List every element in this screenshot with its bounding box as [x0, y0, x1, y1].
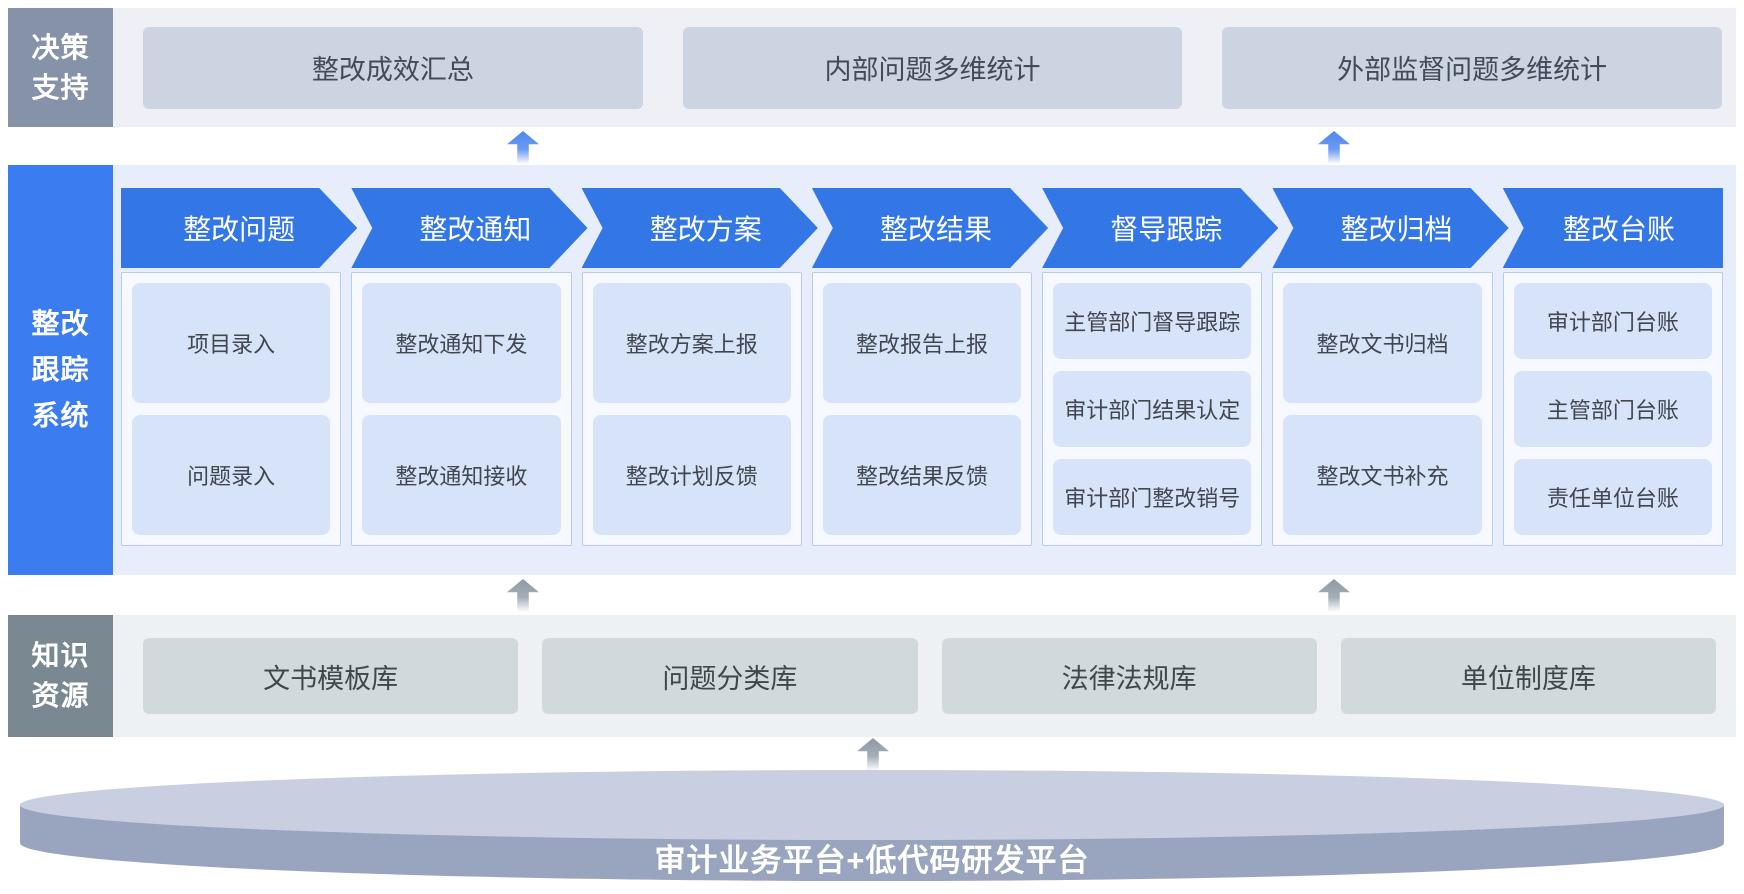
flow-item: 整改通知下发	[362, 283, 561, 403]
flow-header-wrap: 整改方案	[582, 188, 802, 268]
up-arrow-icon	[1318, 131, 1350, 164]
flow-step-header: 整改问题	[121, 188, 357, 268]
flow-header-wrap: 整改归档	[1272, 188, 1492, 268]
decision-item-external-stats: 外部监督问题多维统计	[1222, 26, 1723, 109]
label-line: 跟踪	[31, 354, 90, 385]
flow-column-body: 审计部门台账 主管部门台账 责任单位台账	[1502, 272, 1723, 546]
flow-item: 整改计划反馈	[592, 415, 791, 535]
knowledge-item-unit-policies: 单位制度库	[1340, 638, 1716, 714]
flow-column-body: 整改报告上报 整改结果反馈	[811, 272, 1033, 546]
knowledge-resources-label: 知识 资源	[8, 615, 113, 737]
label-line: 整改	[31, 308, 90, 339]
flow-column-notice: 整改通知 整改通知下发 整改通知接收	[351, 188, 571, 546]
knowledge-item-problem-categories: 问题分类库	[542, 638, 918, 714]
flow-header-wrap: 整改结果	[812, 188, 1032, 268]
up-arrow-icon	[1318, 579, 1350, 612]
flow-step-header: 整改结果	[812, 188, 1048, 268]
knowledge-resources-body: 文书模板库 问题分类库 法律法规库 单位制度库	[113, 615, 1736, 737]
flow-item: 整改文书归档	[1283, 283, 1482, 403]
flow-item: 责任单位台账	[1513, 459, 1712, 535]
flow-column-problem: 整改问题 项目录入 问题录入	[121, 188, 341, 546]
tracking-system-section: 整改 跟踪 系统 整改问题 项目录入 问题录入 整改通知	[8, 165, 1736, 575]
flow-column-body: 主管部门督导跟踪 审计部门结果认定 审计部门整改销号	[1042, 272, 1263, 546]
flow-item: 整改结果反馈	[822, 415, 1022, 535]
decision-item-internal-stats: 内部问题多维统计	[682, 26, 1183, 109]
label-line: 决策	[31, 31, 90, 63]
flow-columns: 整改问题 项目录入 问题录入 整改通知 整改通知下发 整改通知接收	[121, 188, 1723, 546]
tracking-system-body: 整改问题 项目录入 问题录入 整改通知 整改通知下发 整改通知接收	[113, 165, 1736, 575]
flow-item: 主管部门台账	[1513, 371, 1712, 447]
knowledge-resources-row: 知识 资源 文书模板库 问题分类库 法律法规库 单位制度库	[8, 615, 1736, 737]
label-line: 系统	[31, 400, 90, 431]
flow-column-body: 整改通知下发 整改通知接收	[351, 272, 572, 546]
decision-support-row: 决策 支持 整改成效汇总 内部问题多维统计 外部监督问题多维统计	[8, 8, 1736, 127]
decision-support-body: 整改成效汇总 内部问题多维统计 外部监督问题多维统计	[113, 8, 1736, 127]
flow-item: 整改通知接收	[362, 415, 561, 535]
flow-column-body: 整改方案上报 整改计划反馈	[581, 272, 802, 546]
tracking-system-label: 整改 跟踪 系统	[8, 165, 113, 575]
flow-step-header: 督导跟踪	[1042, 188, 1278, 268]
flow-column-body: 项目录入 问题录入	[121, 272, 342, 546]
up-arrow-icon	[507, 131, 539, 164]
label-line: 支持	[31, 71, 90, 103]
flow-column-archive: 整改归档 整改文书归档 整改文书补充	[1272, 188, 1492, 546]
flow-column-result: 整改结果 整改报告上报 整改结果反馈	[811, 188, 1033, 546]
decision-support-label: 决策 支持	[8, 8, 113, 127]
flow-item: 审计部门结果认定	[1053, 371, 1252, 447]
knowledge-item-document-templates: 文书模板库	[143, 638, 519, 714]
up-arrow-icon	[857, 738, 889, 771]
platform-cylinder	[20, 770, 1724, 881]
flow-header-wrap: 整改问题	[121, 188, 341, 268]
flow-item: 项目录入	[132, 283, 331, 403]
knowledge-item-laws-regulations: 法律法规库	[941, 638, 1317, 714]
flow-step-header: 整改台账	[1502, 188, 1723, 268]
flow-item: 整改方案上报	[592, 283, 791, 403]
flow-column-supervision: 督导跟踪 主管部门督导跟踪 审计部门结果认定 审计部门整改销号	[1042, 188, 1262, 546]
flow-item: 整改文书补充	[1283, 415, 1482, 535]
flow-column-ledger: 整改台账 审计部门台账 主管部门台账 责任单位台账	[1502, 188, 1723, 546]
decision-item-rectification-summary: 整改成效汇总	[143, 26, 643, 109]
flow-step-header: 整改方案	[582, 188, 818, 268]
label-line: 知识	[31, 640, 90, 671]
flow-column-plan: 整改方案 整改方案上报 整改计划反馈	[581, 188, 802, 546]
flow-item: 整改报告上报	[822, 283, 1022, 403]
flow-step-header: 整改通知	[351, 188, 587, 268]
flow-item: 主管部门督导跟踪	[1053, 283, 1252, 359]
up-arrow-icon	[507, 579, 539, 612]
flow-header-wrap: 督导跟踪	[1042, 188, 1262, 268]
flow-item: 问题录入	[132, 415, 331, 535]
flow-item: 审计部门台账	[1513, 283, 1712, 359]
flow-step-header: 整改归档	[1272, 188, 1508, 268]
flow-header-wrap: 整改通知	[351, 188, 571, 268]
label-line: 资源	[31, 680, 90, 711]
flow-item: 审计部门整改销号	[1053, 459, 1252, 535]
flow-column-body: 整改文书归档 整改文书补充	[1272, 272, 1493, 546]
platform-title: 审计业务平台+低代码研发平台	[654, 843, 1090, 878]
flow-header-wrap: 整改台账	[1502, 188, 1723, 268]
